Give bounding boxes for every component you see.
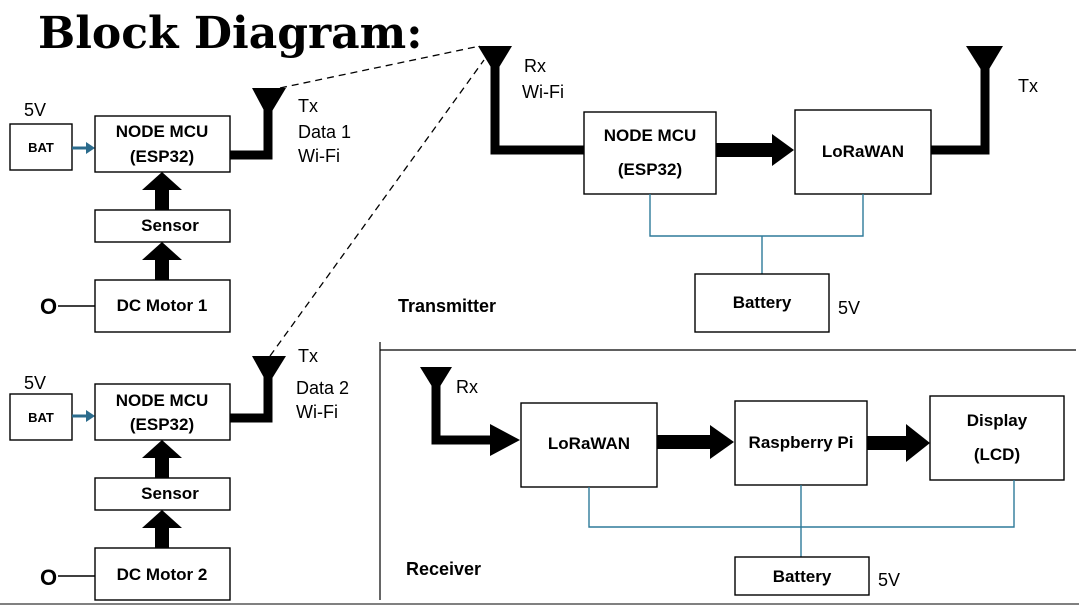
node1-sensor-label: Sensor <box>141 216 199 235</box>
node2-antenna-tx: Tx <box>298 346 318 366</box>
receiver-rx-label: Rx <box>456 377 478 397</box>
node1-battery-box <box>9 123 73 171</box>
node1-mcu-line1: NODE MCU <box>116 122 209 141</box>
transmitter-rx-wifi: Wi-Fi <box>522 82 564 102</box>
transmitter-lora-label: LoRaWAN <box>822 142 904 161</box>
node2-voltage-label: 5V <box>24 373 46 393</box>
transmitter-mcu-line1: NODE MCU <box>604 126 697 145</box>
node1-battery-label: BAT <box>28 140 54 155</box>
node2-arrowhead-sensor <box>142 440 182 458</box>
node2-sensor-box <box>94 477 231 511</box>
receiver-pi-box <box>734 400 868 486</box>
node1-antenna-tx: Tx <box>298 96 318 116</box>
transmitter-tx-antenna-icon <box>966 46 1003 76</box>
receiver-section-label: Receiver <box>406 559 481 579</box>
node2-arrow-shaft-motor <box>155 524 169 548</box>
node2-antenna-data: Data 2 <box>296 378 349 398</box>
node1-antenna-feed <box>230 105 273 160</box>
diagram-title: Block Diagram: <box>38 8 422 59</box>
transmitter-mcu-line2: (ESP32) <box>618 160 682 179</box>
transmitter-battery-box <box>694 273 830 333</box>
node1-mcu-box <box>94 115 231 173</box>
node2-motor-symbol: O <box>40 565 57 590</box>
node1-voltage-label: 5V <box>24 100 46 120</box>
node1-arrow-shaft-sensor <box>155 186 169 210</box>
receiver-rx-feed <box>431 380 496 445</box>
node2-antenna-wifi: Wi-Fi <box>296 402 338 422</box>
transmitter-battery-label: Battery <box>733 293 792 312</box>
transmitter-rx-feed <box>490 62 584 155</box>
receiver-voltage-label: 5V <box>878 570 900 590</box>
receiver-arrow-shaft-1 <box>657 435 713 449</box>
node2-arrowhead-motor <box>142 510 182 528</box>
wireless-link-node2 <box>269 59 485 357</box>
receiver-arrowhead-2 <box>906 424 930 462</box>
receiver-lora-box <box>520 402 658 488</box>
node2-sensor-label: Sensor <box>141 484 199 503</box>
receiver-pi-label: Raspberry Pi <box>749 433 854 452</box>
transmitter-section-label: Transmitter <box>398 296 496 316</box>
receiver-lora-label: LoRaWAN <box>548 434 630 453</box>
transmitter-power-line <box>649 194 864 237</box>
receiver-rx-arrowhead <box>490 424 520 456</box>
wireless-link-node1 <box>279 45 481 89</box>
receiver-battery-box <box>734 556 870 596</box>
node1-motor-symbol: O <box>40 294 57 319</box>
node-1: 5V BAT NODE MCU (ESP32) Sensor DC Motor … <box>9 88 351 333</box>
transmitter-rx-label: Rx <box>524 56 546 76</box>
receiver-display-box <box>929 395 1065 481</box>
receiver-battery-label: Battery <box>773 567 832 586</box>
node2-arrow-shaft-sensor <box>155 454 169 478</box>
node1-antenna-icon <box>252 88 286 118</box>
node1-sensor-box <box>94 209 231 243</box>
node1-antenna-wifi: Wi-Fi <box>298 146 340 166</box>
receiver-arrow-shaft-2 <box>867 436 909 450</box>
node2-mcu-box <box>94 383 231 441</box>
node1-arrow-shaft-motor <box>155 256 169 280</box>
node1-mcu-line2: (ESP32) <box>130 147 194 166</box>
node1-antenna-data: Data 1 <box>298 122 351 142</box>
receiver-display-line1: Display <box>967 411 1028 430</box>
node2-battery-arrowhead <box>86 410 95 422</box>
transmitter-mcu-box <box>583 111 717 195</box>
transmitter-tx-label: Tx <box>1018 76 1038 96</box>
node2-battery-label: BAT <box>28 410 54 425</box>
receiver-arrowhead-1 <box>710 425 734 459</box>
node2-motor-box <box>94 547 231 601</box>
transmitter-arrow-shaft <box>716 143 774 157</box>
node2-mcu-line1: NODE MCU <box>116 391 209 410</box>
node1-motor-label: DC Motor 1 <box>117 296 208 315</box>
transmitter-section: Rx Wi-Fi NODE MCU (ESP32) LoRaWAN Tx Bat… <box>398 46 1038 333</box>
node1-arrowhead-sensor <box>142 172 182 190</box>
transmitter-arrowhead <box>772 134 794 166</box>
node2-mcu-line2: (ESP32) <box>130 415 194 434</box>
receiver-display-line2: (LCD) <box>974 445 1020 464</box>
node2-antenna-icon <box>252 356 286 385</box>
receiver-section: Rx LoRaWAN Raspberry Pi Display (LCD) Ba… <box>406 367 1065 596</box>
node-2: 5V BAT NODE MCU (ESP32) Sensor DC Motor … <box>9 346 349 601</box>
node2-antenna-feed <box>230 372 273 423</box>
node1-motor-box <box>94 279 231 333</box>
transmitter-voltage-label: 5V <box>838 298 860 318</box>
node1-arrowhead-motor <box>142 242 182 260</box>
node1-battery-arrowhead <box>86 142 95 154</box>
transmitter-lora-box <box>794 109 932 195</box>
transmitter-rx-antenna-icon <box>478 46 512 74</box>
node2-motor-label: DC Motor 2 <box>117 565 208 584</box>
transmitter-tx-feed <box>931 62 990 155</box>
